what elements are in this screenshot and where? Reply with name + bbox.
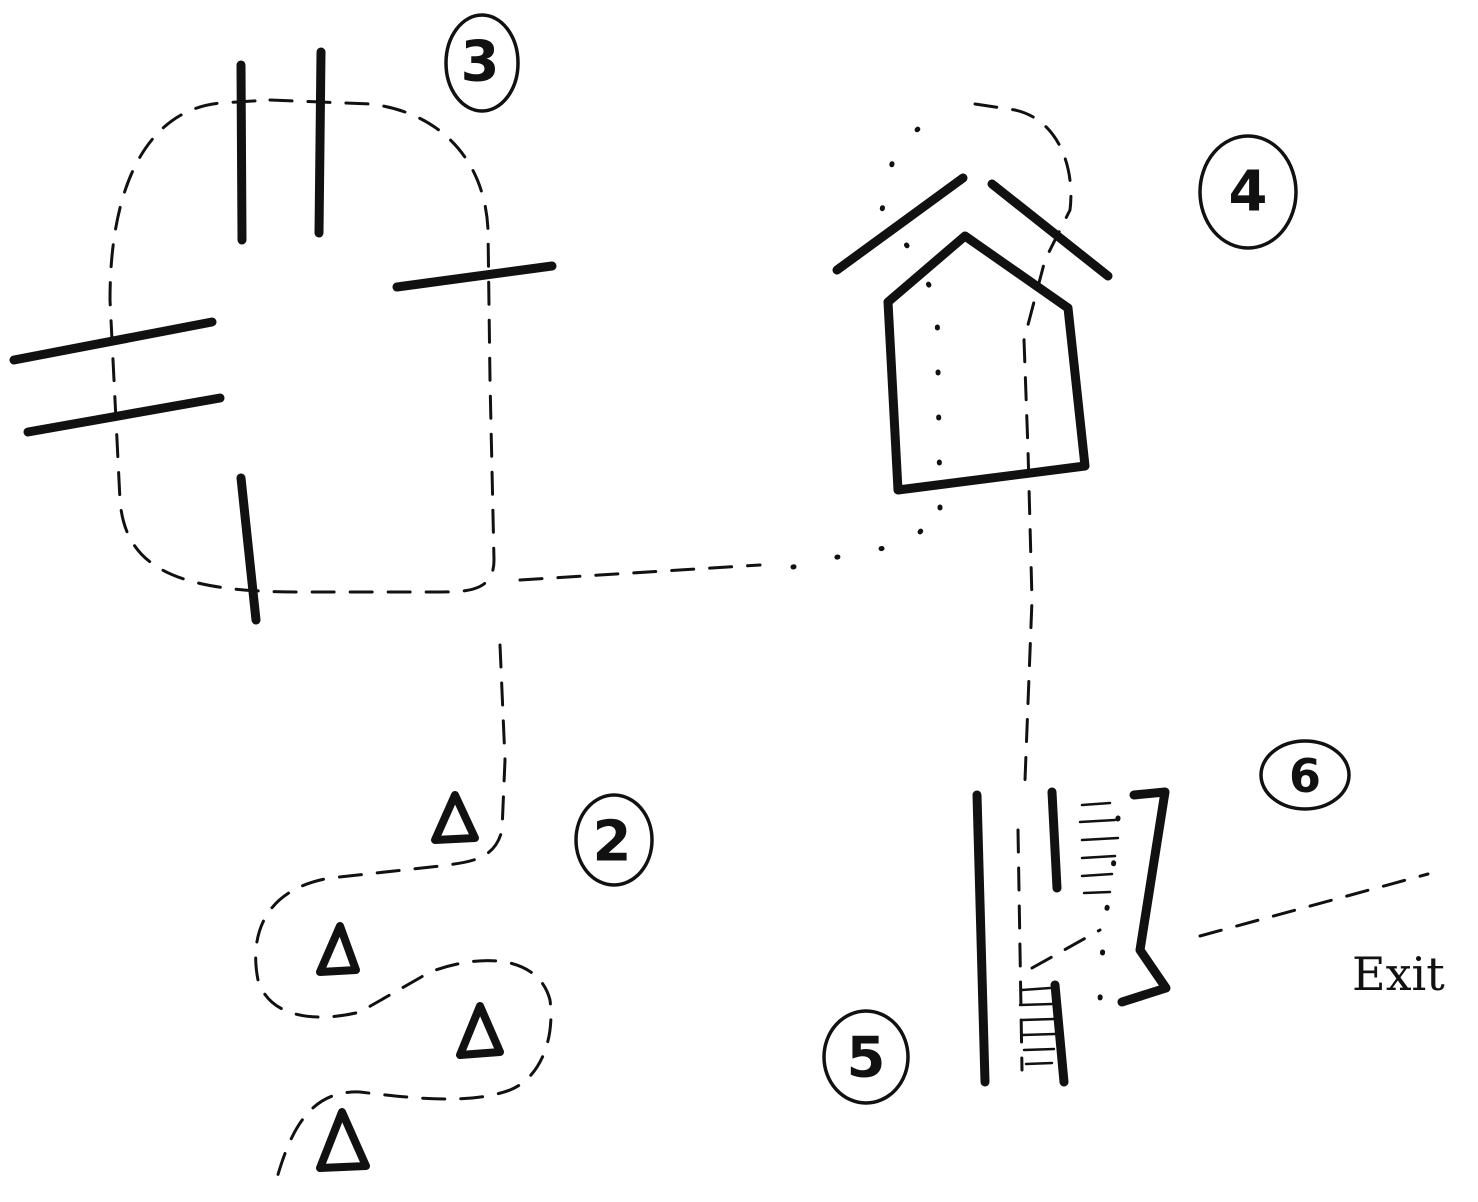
cones (320, 795, 500, 1168)
road-edge-east (397, 266, 552, 287)
road-edge-south (241, 478, 256, 620)
lane-diagonal-dash (1032, 930, 1100, 968)
marker-label: 4 (1229, 160, 1268, 225)
station-marker-2: 2 (576, 795, 652, 885)
wall-bracket (1122, 792, 1166, 1002)
lane-dots (1100, 818, 1118, 1000)
lane-hatching (1020, 803, 1118, 1064)
house-body (888, 236, 1085, 490)
intersection (14, 52, 552, 620)
lane-edge-right-bottom (1055, 985, 1064, 1082)
lane-center-dash (1018, 830, 1022, 1070)
loop-path-intersection (110, 100, 494, 592)
cone-icon (320, 1112, 366, 1168)
marker-label: 6 (1289, 749, 1321, 803)
marker-label: 3 (461, 30, 500, 95)
lane-edge-right-top (1052, 792, 1057, 888)
marker-label: 5 (847, 1026, 886, 1091)
cone-icon (460, 1006, 500, 1055)
road-edge-north-left (241, 65, 242, 240)
dashed-path-slalom (256, 645, 551, 1185)
station-marker-3: 3 (446, 15, 518, 111)
lane-edge-left (977, 795, 985, 1082)
cone-icon (435, 795, 475, 840)
cone-icon (320, 926, 356, 972)
marker-label: 2 (593, 810, 632, 875)
road-edge-west-bottom (28, 398, 220, 432)
station-marker-6: 6 (1261, 741, 1349, 809)
dashed-path-exit (1200, 874, 1428, 936)
road-edge-north-right (319, 52, 321, 233)
station-marker-5: 5 (824, 1011, 908, 1103)
dotted-path-to-house (793, 520, 930, 567)
lane (977, 792, 1166, 1082)
station-marker-4: 4 (1200, 136, 1296, 248)
dashed-path-to-house (520, 565, 760, 580)
exit-label: Exit (1352, 947, 1445, 1001)
house (837, 178, 1108, 490)
